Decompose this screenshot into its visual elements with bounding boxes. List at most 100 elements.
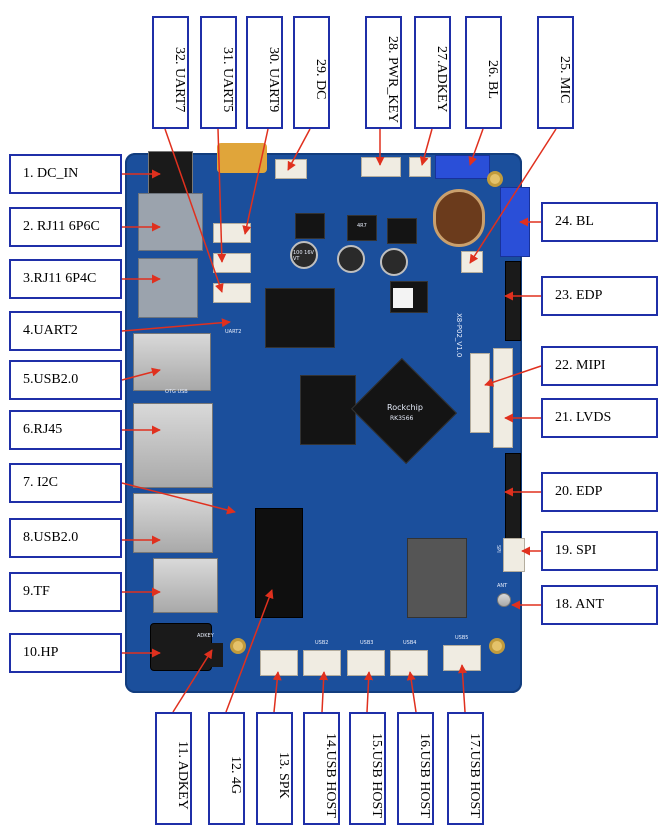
label-text: 7. I2C	[23, 475, 58, 490]
label-edp-bottom: 20. EDP	[541, 472, 658, 512]
label-text: 10.HP	[23, 645, 59, 660]
label-text: 27.ADKEY	[434, 46, 449, 113]
adkey-bottom-connector	[205, 643, 223, 667]
label-uart5: 31. UART5	[200, 16, 237, 129]
label-text: 17.USB HOST	[467, 733, 482, 818]
usb-host-3-connector	[390, 650, 428, 676]
inductor	[347, 215, 377, 241]
label-edp-top: 23. EDP	[541, 276, 658, 316]
label-text: 15.USB HOST	[369, 733, 384, 818]
label-text: 22. MIPI	[555, 358, 606, 373]
headphone-jack	[150, 623, 212, 671]
label-text: 19. SPI	[555, 543, 597, 558]
label-i2c: 7. I2C	[9, 463, 122, 503]
label-text: 20. EDP	[555, 484, 603, 499]
dc-yellow-cap	[217, 143, 267, 173]
label-text: 11. ADKEY	[175, 741, 190, 810]
board-model-text: X8-P02_V1.0	[455, 313, 463, 358]
label-uart2: 4.UART2	[9, 311, 122, 351]
usb2-port-bottom	[133, 493, 213, 553]
label-tf: 9.TF	[9, 572, 122, 612]
label-rj11-6p4c: 3.RJ11 6P4C	[9, 259, 122, 299]
uart5-connector	[213, 253, 251, 273]
label-text: 2. RJ11 6P6C	[23, 219, 100, 234]
label-usb-host-3: 16.USB HOST	[397, 712, 434, 825]
label-pwr-key: 28. PWR_KEY	[365, 16, 402, 129]
usb-host-4-connector	[443, 645, 481, 671]
label-text: 3.RJ11 6P4C	[23, 271, 97, 286]
inductor	[387, 218, 417, 244]
label-text: 8.USB2.0	[23, 530, 79, 545]
lvds-connector	[493, 348, 513, 448]
silk-adkey: ADKEY	[197, 633, 214, 639]
capacitor	[337, 245, 365, 273]
label-usb2-bottom: 8.USB2.0	[9, 518, 122, 558]
pwr-key-connector	[361, 157, 401, 177]
label-text: 14.USB HOST	[323, 733, 338, 818]
label-spk: 13. SPK	[256, 712, 293, 825]
label-text: 12. 4G	[228, 756, 243, 795]
mic-connector	[461, 251, 483, 273]
label-text: 18. ANT	[555, 597, 604, 612]
label-dc-in: 1. DC_IN	[9, 154, 122, 194]
rj11-6p4c-port	[138, 258, 198, 318]
label-usb2-top: 5.USB2.0	[9, 360, 122, 400]
label-hp: 10.HP	[9, 633, 122, 673]
label-text: 13. SPK	[276, 752, 291, 799]
bl-top-connector	[435, 155, 490, 179]
label-uart7: 32. UART7	[152, 16, 189, 129]
silk-uart2: UART2	[225, 329, 242, 335]
silk-usb4: USB4	[403, 640, 417, 646]
mounting-hole	[230, 638, 246, 654]
mounting-hole	[487, 171, 503, 187]
silk-cap: 100 16V VT	[293, 250, 314, 262]
silk-otg: OTG USB	[165, 389, 188, 395]
soc-sticker	[393, 288, 413, 308]
bl-side-connector	[500, 187, 530, 257]
adkey-top-connector	[409, 157, 431, 177]
edp-header-top	[505, 261, 521, 341]
dc-connector	[275, 159, 307, 179]
usb-host-1-connector	[303, 650, 341, 676]
label-4g: 12. 4G	[208, 712, 245, 825]
label-rj11-6p6c: 2. RJ11 6P6C	[9, 207, 122, 247]
spk-connector	[260, 650, 298, 676]
label-ant: 18. ANT	[541, 585, 658, 625]
capacitor	[290, 241, 318, 269]
label-text: 26. BL	[485, 60, 500, 99]
usb-host-2-connector	[347, 650, 385, 676]
label-uart9: 30. UART9	[246, 16, 283, 129]
silk-usb5: USB5	[455, 635, 469, 641]
label-text: 30. UART9	[266, 46, 281, 113]
label-text: 21. LVDS	[555, 410, 612, 425]
label-adkey-bottom: 11. ADKEY	[155, 712, 192, 825]
silk-usb3: USB3	[360, 640, 374, 646]
rj11-6p6c-port	[138, 193, 203, 251]
silk-inductor: 4R7	[357, 223, 367, 229]
soc-brand-text: Rockchip	[387, 403, 423, 412]
soc-model-text: RK3566	[390, 415, 414, 422]
label-mipi: 22. MIPI	[541, 346, 658, 386]
silk-spi: SPI	[495, 545, 501, 553]
label-text: 23. EDP	[555, 288, 603, 303]
silk-usb2: USB2	[315, 640, 329, 646]
label-usb-host-2: 15.USB HOST	[349, 712, 386, 825]
silk-ant: ANT	[497, 583, 508, 589]
edp-header-bottom	[505, 453, 521, 543]
memory-chip	[265, 288, 335, 348]
label-bl-top: 26. BL	[465, 16, 502, 129]
rj45-port	[133, 403, 213, 488]
label-text: 28. PWR_KEY	[385, 35, 400, 124]
spi-connector	[503, 538, 525, 572]
label-text: 9.TF	[23, 584, 50, 599]
uart7-connector	[213, 283, 251, 303]
label-text: 6.RJ45	[23, 422, 63, 437]
label-text: 25. MIC	[557, 55, 572, 104]
usb2-port-top	[133, 333, 211, 391]
label-spi: 19. SPI	[541, 531, 658, 571]
4g-slot	[255, 508, 303, 618]
label-text: 1. DC_IN	[23, 166, 79, 181]
label-text: 32. UART7	[172, 46, 187, 113]
label-rj45: 6.RJ45	[9, 410, 122, 450]
